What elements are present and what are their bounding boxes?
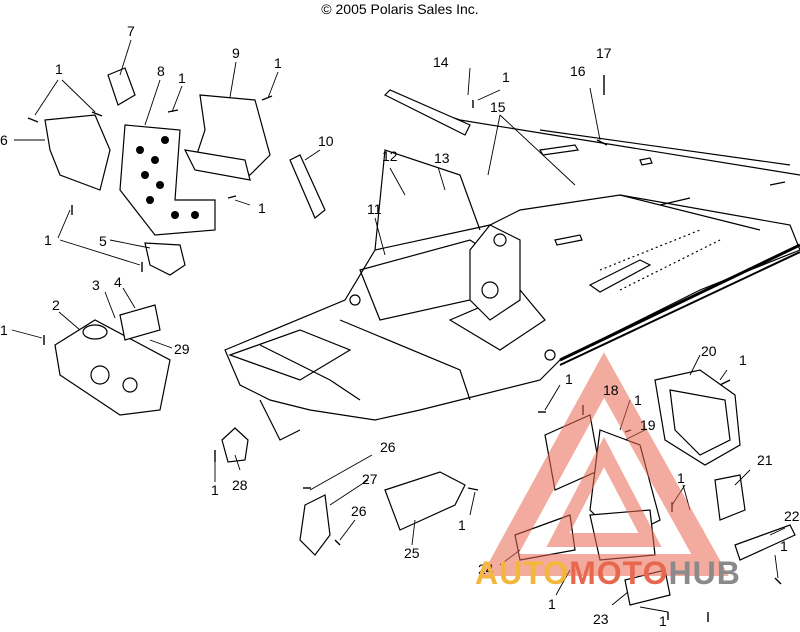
- callout-1: 1: [0, 322, 8, 338]
- callout-1: 1: [55, 61, 63, 77]
- part-25-plate: [384, 471, 466, 531]
- callout-21: 21: [757, 452, 773, 468]
- callout-labels: 1 6 7 8 1 9 1 1 10 1 5 3 4 2 1 29 14 1 1…: [0, 23, 800, 629]
- part-7-bracket: [107, 67, 136, 106]
- leader-lines: [11, 39, 786, 613]
- callout-1: 1: [739, 352, 747, 368]
- part-27-bracket: [299, 494, 331, 556]
- watermark-logo: AUTOMOTOHUB: [475, 556, 741, 590]
- callout-6: 6: [0, 132, 8, 148]
- part-21-bracket: [714, 474, 746, 521]
- callout-15: 15: [490, 99, 506, 115]
- part-10-bar: [289, 154, 326, 219]
- callout-1: 1: [565, 371, 573, 387]
- part-8-plate: [119, 124, 216, 236]
- callout-4: 4: [114, 274, 122, 290]
- part-28-plate: [221, 427, 249, 463]
- part-5-bracket: [144, 242, 186, 276]
- callout-1: 1: [502, 69, 510, 85]
- watermark-moto: MOTO: [569, 555, 669, 591]
- callout-13: 13: [434, 150, 450, 166]
- callout-9: 9: [232, 45, 240, 61]
- callout-5: 5: [99, 233, 107, 249]
- callout-2: 2: [52, 297, 60, 313]
- callout-1: 1: [274, 55, 282, 71]
- callout-1: 1: [548, 596, 556, 612]
- callout-14: 14: [433, 54, 449, 70]
- callout-10: 10: [318, 133, 334, 149]
- copyright-text: © 2005 Polaris Sales Inc.: [321, 1, 479, 17]
- callout-3: 3: [92, 277, 100, 293]
- callout-23: 23: [593, 611, 609, 627]
- callout-25: 25: [404, 545, 420, 561]
- watermark-auto: AUTO: [475, 555, 570, 591]
- callout-26: 26: [380, 439, 396, 455]
- callout-19: 19: [640, 417, 656, 433]
- callout-20: 20: [701, 343, 717, 359]
- callout-8: 8: [157, 63, 165, 79]
- callout-7: 7: [127, 23, 135, 39]
- callout-1: 1: [780, 538, 788, 554]
- callout-27: 27: [362, 471, 378, 487]
- callout-1: 1: [178, 70, 186, 86]
- part-6-bracket: [44, 114, 111, 191]
- watermark-hub: HUB: [668, 555, 741, 591]
- callout-17: 17: [596, 45, 612, 61]
- part-20-headlight: [654, 369, 741, 466]
- callout-24: 24: [478, 561, 494, 577]
- callout-28: 28: [232, 477, 248, 493]
- watermark-triangle: [481, 352, 729, 576]
- callout-1: 1: [677, 470, 685, 486]
- callout-1: 1: [659, 613, 667, 629]
- callout-26: 26: [351, 503, 367, 519]
- callout-12: 12: [382, 148, 398, 164]
- callout-11: 11: [367, 201, 382, 217]
- part-2-housing: [54, 319, 171, 416]
- callout-1: 1: [634, 392, 642, 408]
- part-22-bar: [734, 524, 796, 561]
- callout-18: 18: [603, 382, 619, 398]
- callout-1: 1: [44, 232, 52, 248]
- callout-1: 1: [211, 482, 219, 498]
- part-14-rail: [383, 89, 471, 136]
- callout-1: 1: [258, 200, 266, 216]
- part-4-clamp: [119, 304, 161, 341]
- part-8-holes: [136, 136, 199, 219]
- callout-22: 22: [784, 508, 800, 524]
- callout-1: 1: [458, 517, 466, 533]
- callout-29: 29: [174, 341, 190, 357]
- callout-16: 16: [570, 63, 586, 79]
